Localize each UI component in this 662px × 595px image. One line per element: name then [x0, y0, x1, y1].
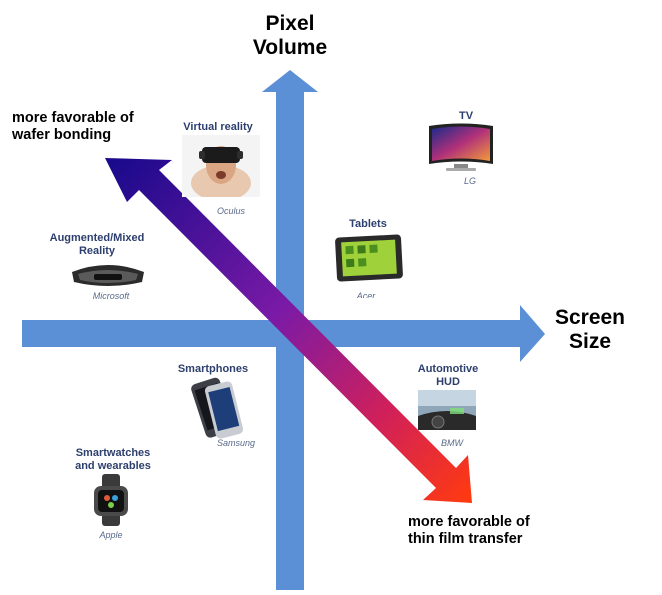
vertical-axis-label: Pixel Volume: [240, 12, 340, 60]
tablets-title: Tablets: [349, 218, 387, 230]
watches-brand: Apple: [99, 530, 123, 540]
vr-headset-image: [182, 135, 260, 197]
hud-title: Automotive HUD: [406, 363, 490, 388]
ar-brand: Microsoft: [92, 291, 130, 301]
smartphones-title: Smartphones: [177, 363, 249, 375]
hud-title-line2: HUD: [436, 375, 460, 388]
tablets-brand: Acer: [356, 291, 376, 298]
watches-title: Smartwatches and wearables: [58, 447, 168, 472]
hud-brand: BMW: [441, 438, 463, 448]
hud-title-line1: Automotive: [417, 363, 479, 375]
vertical-axis-label-line1: Pixel: [265, 12, 315, 35]
vr-title: Virtual reality: [183, 121, 253, 133]
vr-brand: Oculus: [216, 206, 245, 216]
tv-image: [429, 123, 493, 171]
diagonal-gradient-arrow: [105, 158, 472, 503]
smartphone-image: [191, 377, 244, 439]
thin-film-note-line2: thin film transfer: [408, 530, 523, 547]
horizontal-axis-label-line2: Size: [568, 330, 612, 354]
thin-film-note: more favorable of thin film transfer: [408, 514, 530, 547]
hud-image: [418, 390, 476, 430]
smartwatch-image: [94, 474, 128, 526]
hololens-image: [72, 265, 144, 286]
tv-brand: LG: [463, 176, 476, 186]
ar-title-line2: Reality: [78, 244, 116, 257]
wafer-bonding-note-line2: wafer bonding: [12, 126, 112, 143]
ar-title-line1: Augmented/Mixed: [49, 232, 145, 244]
vertical-axis-label-line2: Volume: [252, 36, 328, 60]
ar-title: Augmented/Mixed Reality: [42, 232, 152, 257]
smartphones-brand: Samsung: [216, 438, 256, 448]
horizontal-axis-label: Screen Size: [540, 306, 640, 354]
horizontal-axis-label-line1: Screen: [554, 306, 626, 329]
wafer-bonding-note-line1: more favorable of: [12, 110, 134, 126]
tv-title: TV: [458, 110, 474, 122]
wafer-bonding-note: more favorable of wafer bonding: [12, 110, 134, 143]
watches-title-line2: and wearables: [75, 459, 151, 472]
thin-film-note-line1: more favorable of: [408, 514, 530, 530]
tablet-image: [335, 234, 403, 282]
watches-title-line1: Smartwatches: [75, 447, 151, 459]
